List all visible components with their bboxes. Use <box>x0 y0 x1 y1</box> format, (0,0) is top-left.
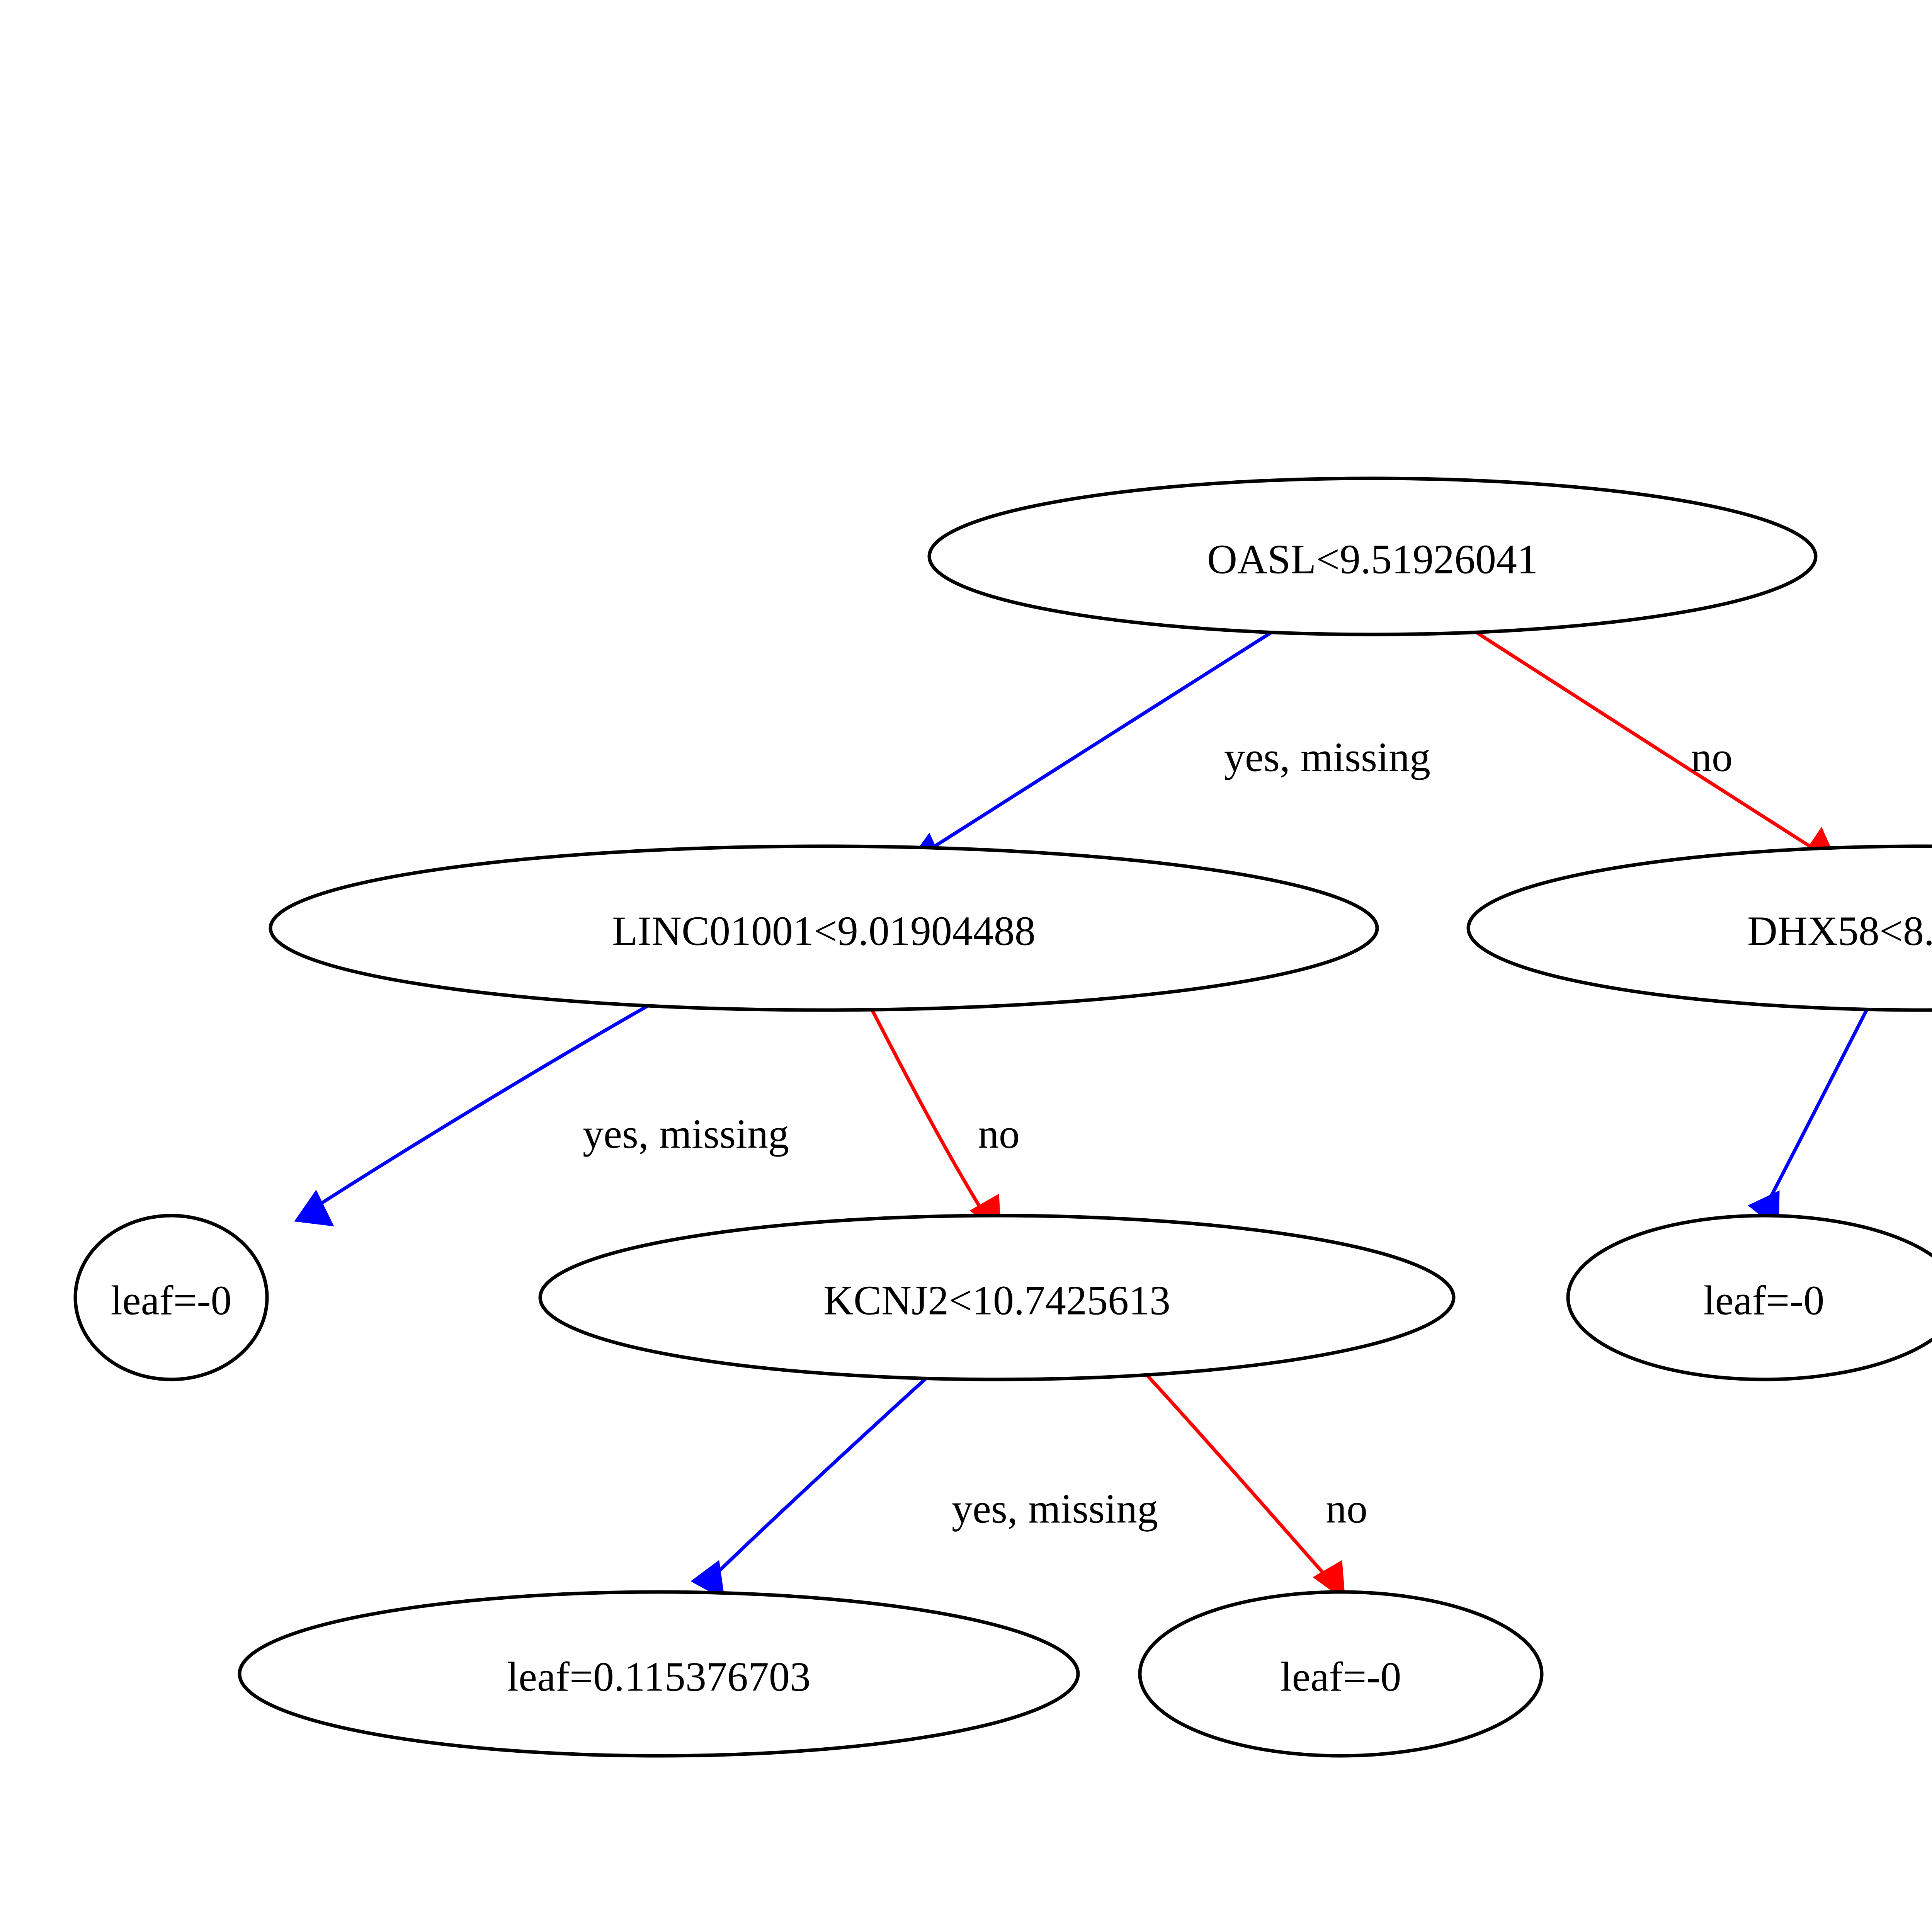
edge-dhx58-to-leaf2: yes, missing <box>1748 1002 1872 1230</box>
node-label: LINC01001<9.01904488 <box>612 908 1036 954</box>
node-ellipse <box>538 1214 1456 1381</box>
edge-oasl-to-dhx58: no <box>1466 625 1839 865</box>
edge-line <box>1763 1002 1872 1211</box>
node-label: KCNJ2<10.7425613 <box>823 1278 1170 1324</box>
node-label: OASL<9.51926041 <box>1207 537 1538 583</box>
node-dhx58-split[interactable]: DHX58<8.53103447 <box>1466 844 1932 1012</box>
node-kcnj2-split[interactable]: KCNJ2<10.7425613 <box>538 1214 1456 1381</box>
node-ellipse <box>1138 1590 1544 1758</box>
node-ellipse <box>269 844 1379 1012</box>
edge-linc01001-to-leaf1: yes, missing <box>294 997 789 1226</box>
edge-line <box>868 1003 985 1214</box>
edge-line <box>320 997 662 1205</box>
edge-label: yes, missing <box>1224 735 1430 781</box>
node-linc01001-split[interactable]: LINC01001<9.01904488 <box>269 844 1379 1012</box>
edge-label: no <box>1691 735 1733 781</box>
node-ellipse <box>238 1590 1080 1758</box>
node-ellipse <box>73 1214 269 1381</box>
node-label: leaf=0.115376703 <box>507 1654 811 1700</box>
edge-label: no <box>978 1111 1020 1157</box>
edge-label: yes, missing <box>583 1111 789 1157</box>
node-ellipse <box>1466 844 1932 1012</box>
node-label: leaf=-0 <box>1281 1654 1401 1700</box>
node-leaf-kcnj2-yes[interactable]: leaf=0.115376703 <box>238 1590 1080 1758</box>
edge-line <box>1134 1362 1329 1579</box>
node-label: DHX58<8.53103447 <box>1747 908 1932 954</box>
node-oasl-split[interactable]: OASL<9.51926041 <box>927 476 1818 636</box>
edge-line <box>709 1369 937 1581</box>
node-label: leaf=-0 <box>1704 1278 1825 1324</box>
edge-kcnj2-to-leaf4: yes, missing <box>690 1369 1158 1600</box>
edge-line <box>1466 625 1819 853</box>
arrow-head <box>690 1560 725 1600</box>
edge-linc01001-to-kcnj2: no <box>868 1003 1020 1235</box>
edge-line <box>932 624 1283 849</box>
node-leaf-left-outer[interactable]: leaf=-0 <box>73 1214 269 1381</box>
arrow-head <box>294 1190 334 1226</box>
node-leaf-kcnj2-no[interactable]: leaf=-0 <box>1138 1590 1544 1758</box>
node-label: leaf=-0 <box>111 1278 232 1324</box>
node-ellipse <box>927 476 1818 636</box>
node-ellipse <box>1566 1214 1932 1381</box>
edge-oasl-to-linc01001: yes, missing <box>907 624 1430 870</box>
edge-label: no <box>1326 1486 1367 1532</box>
arrow-head <box>1313 1560 1345 1601</box>
edge-label: yes, missing <box>952 1486 1158 1532</box>
node-leaf-dhx58-yes[interactable]: leaf=-0 <box>1566 1214 1932 1381</box>
edge-kcnj2-to-leaf5: no <box>1134 1362 1367 1601</box>
